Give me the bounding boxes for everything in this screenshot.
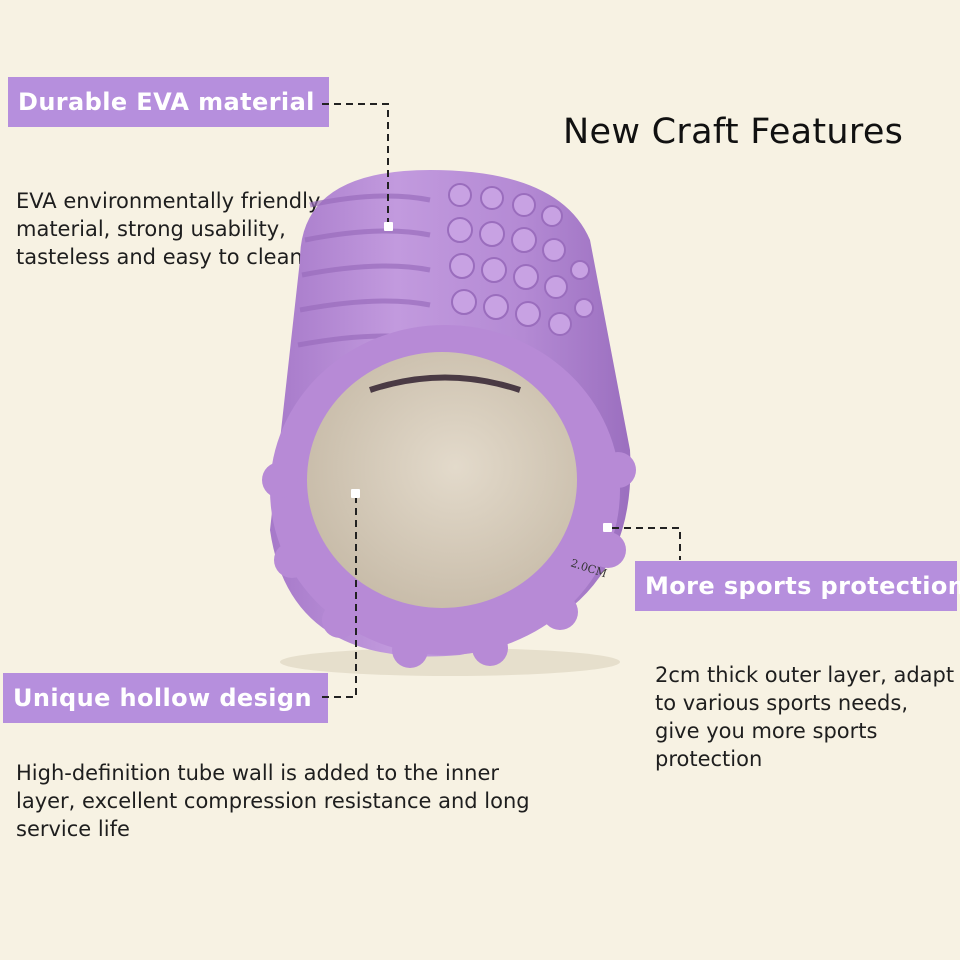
page-title: New Craft Features: [563, 112, 904, 152]
marker-dot: [351, 489, 360, 498]
foam-roller-image: 2.0CM: [262, 170, 636, 676]
durable-material-description: EVA environmentally friendly material, s…: [16, 189, 321, 269]
roller-bumps: [447, 183, 594, 336]
marker-dot: [384, 222, 393, 231]
durable-material-tag: Durable EVA material: [8, 77, 329, 127]
marker-dot: [603, 523, 612, 532]
sports-protection-tag: More sports protection: [635, 561, 960, 611]
hollow-design-description: High-definition tube wall is added to th…: [16, 761, 530, 841]
hollow-design-tag: Unique hollow design: [3, 673, 328, 723]
sports-protection-description: 2cm thick outer layer, adapt to various …: [655, 663, 955, 771]
